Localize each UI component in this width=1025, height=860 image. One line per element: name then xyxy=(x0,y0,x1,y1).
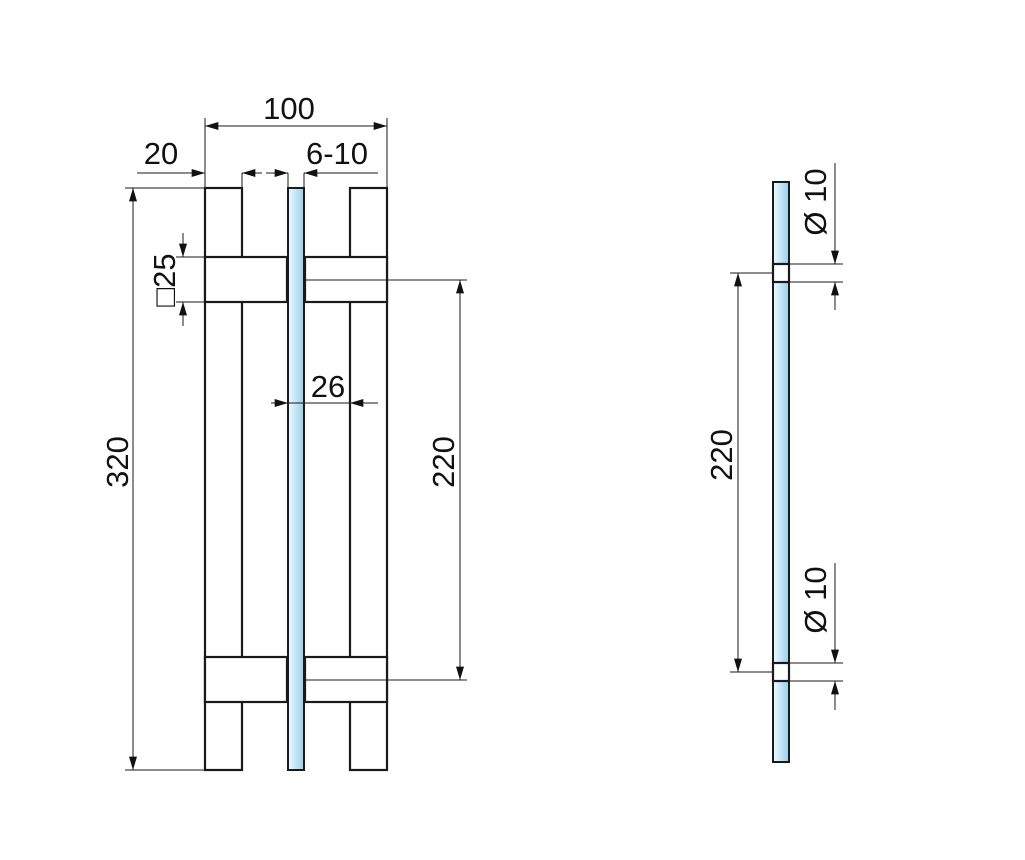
left-bottom-standoff xyxy=(203,655,289,704)
dim-bar-section: □25 xyxy=(147,253,182,306)
hole-bottom xyxy=(771,661,791,683)
dim-handle-offset: 20 xyxy=(144,136,178,171)
dim-hole-bottom: Ø 10 xyxy=(798,566,833,633)
dim-glass-thickness: 6-10 xyxy=(306,136,368,171)
glass-panel xyxy=(287,187,305,771)
side-dim-center-distance: 220 xyxy=(704,429,739,481)
dim-overall-width: 100 xyxy=(263,91,315,126)
dim-height: 320 xyxy=(100,436,135,488)
side-view: 220 Ø 10 Ø 10 xyxy=(704,163,843,763)
dim-center-distance: 220 xyxy=(426,436,461,488)
dim-hole-top: Ø 10 xyxy=(798,168,833,235)
left-top-standoff xyxy=(203,255,289,304)
front-view: 100 20 6-10 320 □25 26 220 xyxy=(100,91,467,772)
glass-side xyxy=(772,181,790,763)
hole-top xyxy=(771,262,791,284)
dim-glass-to-bar: 26 xyxy=(311,369,345,404)
